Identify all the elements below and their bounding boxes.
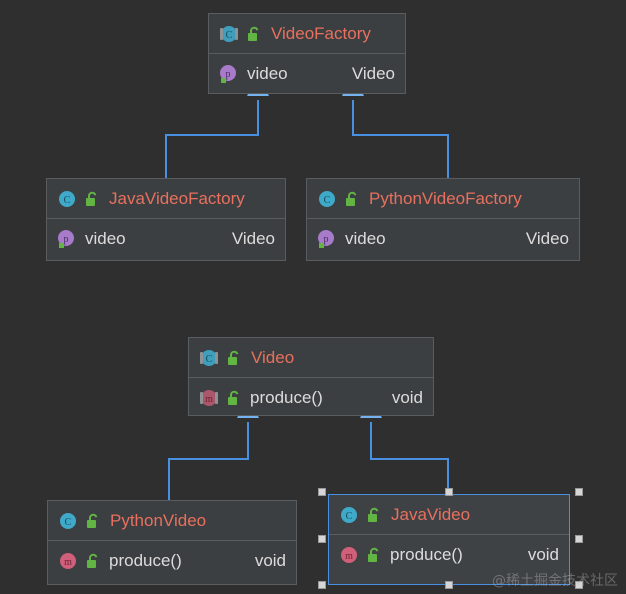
connector-java-video-to-video[interactable] [370,422,449,494]
class-node-header[interactable]: C JavaVideo [329,495,569,535]
svg-text:m: m [345,551,353,562]
connector-paths [165,100,449,500]
resize-handle-2[interactable] [575,488,583,496]
class-node-video[interactable]: C Video m produce() void [188,337,434,416]
class-node-header[interactable]: C JavaVideoFactory [47,179,285,219]
method-icon: m [58,551,78,571]
resize-handle-6[interactable] [445,581,453,589]
lock-open-icon [85,512,101,530]
class-node-header[interactable]: C Video [189,338,433,378]
class-node-video-factory[interactable]: C VideoFactory p video Video [208,13,406,94]
svg-text:m: m [205,394,213,405]
member-name-label: video [345,229,386,248]
class-icon: C [339,505,359,525]
class-member-row[interactable]: p video Video [209,54,405,94]
class-member-row[interactable]: m produce() void [189,378,433,418]
class-icon: C [317,189,337,209]
svg-text:p: p [64,234,69,245]
field-icon: p [57,229,77,249]
class-node-python-video[interactable]: C PythonVideo m produce() void [47,500,297,585]
member-type-label: Video [231,229,275,248]
class-node-header[interactable]: C PythonVideo [48,501,296,541]
lock-open-icon [226,349,242,367]
svg-text:m: m [64,557,72,568]
class-name-label: PythonVideo [110,510,207,530]
class-name-label: JavaVideoFactory [109,188,245,208]
resize-handle-5[interactable] [318,581,326,589]
member-type-label: Video [351,64,395,83]
method-icon-abstract: m [199,388,219,408]
field-icon: p [317,229,337,249]
class-node-python-video-factory[interactable]: C PythonVideoFactory p video Video [306,178,580,261]
class-name-label: Video [251,347,295,367]
connector-java-factory-to-video-factory[interactable] [165,100,259,178]
lock-open-icon [366,506,382,524]
connector-python-factory-to-video-factory[interactable] [352,100,449,178]
lock-open-icon [246,25,262,43]
class-name-label: PythonVideoFactory [369,188,522,208]
resize-handle-0[interactable] [318,488,326,496]
svg-text:p: p [324,234,329,245]
class-member-row[interactable]: m produce() void [329,535,569,575]
member-name-label: produce() [250,388,323,407]
class-node-java-video[interactable]: C JavaVideo m produce() void [328,494,570,585]
lock-open-icon [366,546,382,564]
lock-open-icon [226,389,242,407]
resize-handle-7[interactable] [575,581,583,589]
class-node-java-video-factory[interactable]: C JavaVideoFactory p video Video [46,178,286,261]
resize-handle-4[interactable] [575,535,583,543]
svg-text:p: p [226,69,231,80]
method-icon: m [339,545,359,565]
class-icon: C [57,189,77,209]
class-name-label: VideoFactory [271,23,371,43]
lock-open-icon [344,190,360,208]
class-member-row[interactable]: p video Video [47,219,285,259]
lock-open-icon [84,190,100,208]
class-node-header[interactable]: C VideoFactory [209,14,405,54]
member-name-label: video [85,229,126,248]
member-name-label: produce() [390,545,463,564]
connector-python-video-to-video[interactable] [168,422,249,500]
class-member-row[interactable]: p video Video [307,219,579,259]
field-icon: p [219,64,239,84]
member-name-label: video [247,64,288,83]
class-node-header[interactable]: C PythonVideoFactory [307,179,579,219]
member-type-label: void [254,551,286,570]
svg-text:C: C [65,517,72,528]
lock-open-icon [85,552,101,570]
watermark: @稀土掘金技术社区 [492,573,618,589]
member-type-label: void [527,545,559,564]
member-type-label: Video [525,229,569,248]
svg-text:C: C [226,30,233,41]
member-name-label: produce() [109,551,182,570]
svg-text:C: C [64,195,71,206]
resize-handle-1[interactable] [445,488,453,496]
class-name-label: JavaVideo [391,504,471,524]
class-icon: C [58,511,78,531]
class-icon-abstract: C [199,348,219,368]
class-icon-abstract: C [219,24,239,44]
class-member-row[interactable]: m produce() void [48,541,296,581]
svg-text:C: C [324,195,331,206]
svg-text:C: C [346,511,353,522]
member-type-label: void [391,388,423,407]
svg-text:C: C [206,354,213,365]
resize-handle-3[interactable] [318,535,326,543]
